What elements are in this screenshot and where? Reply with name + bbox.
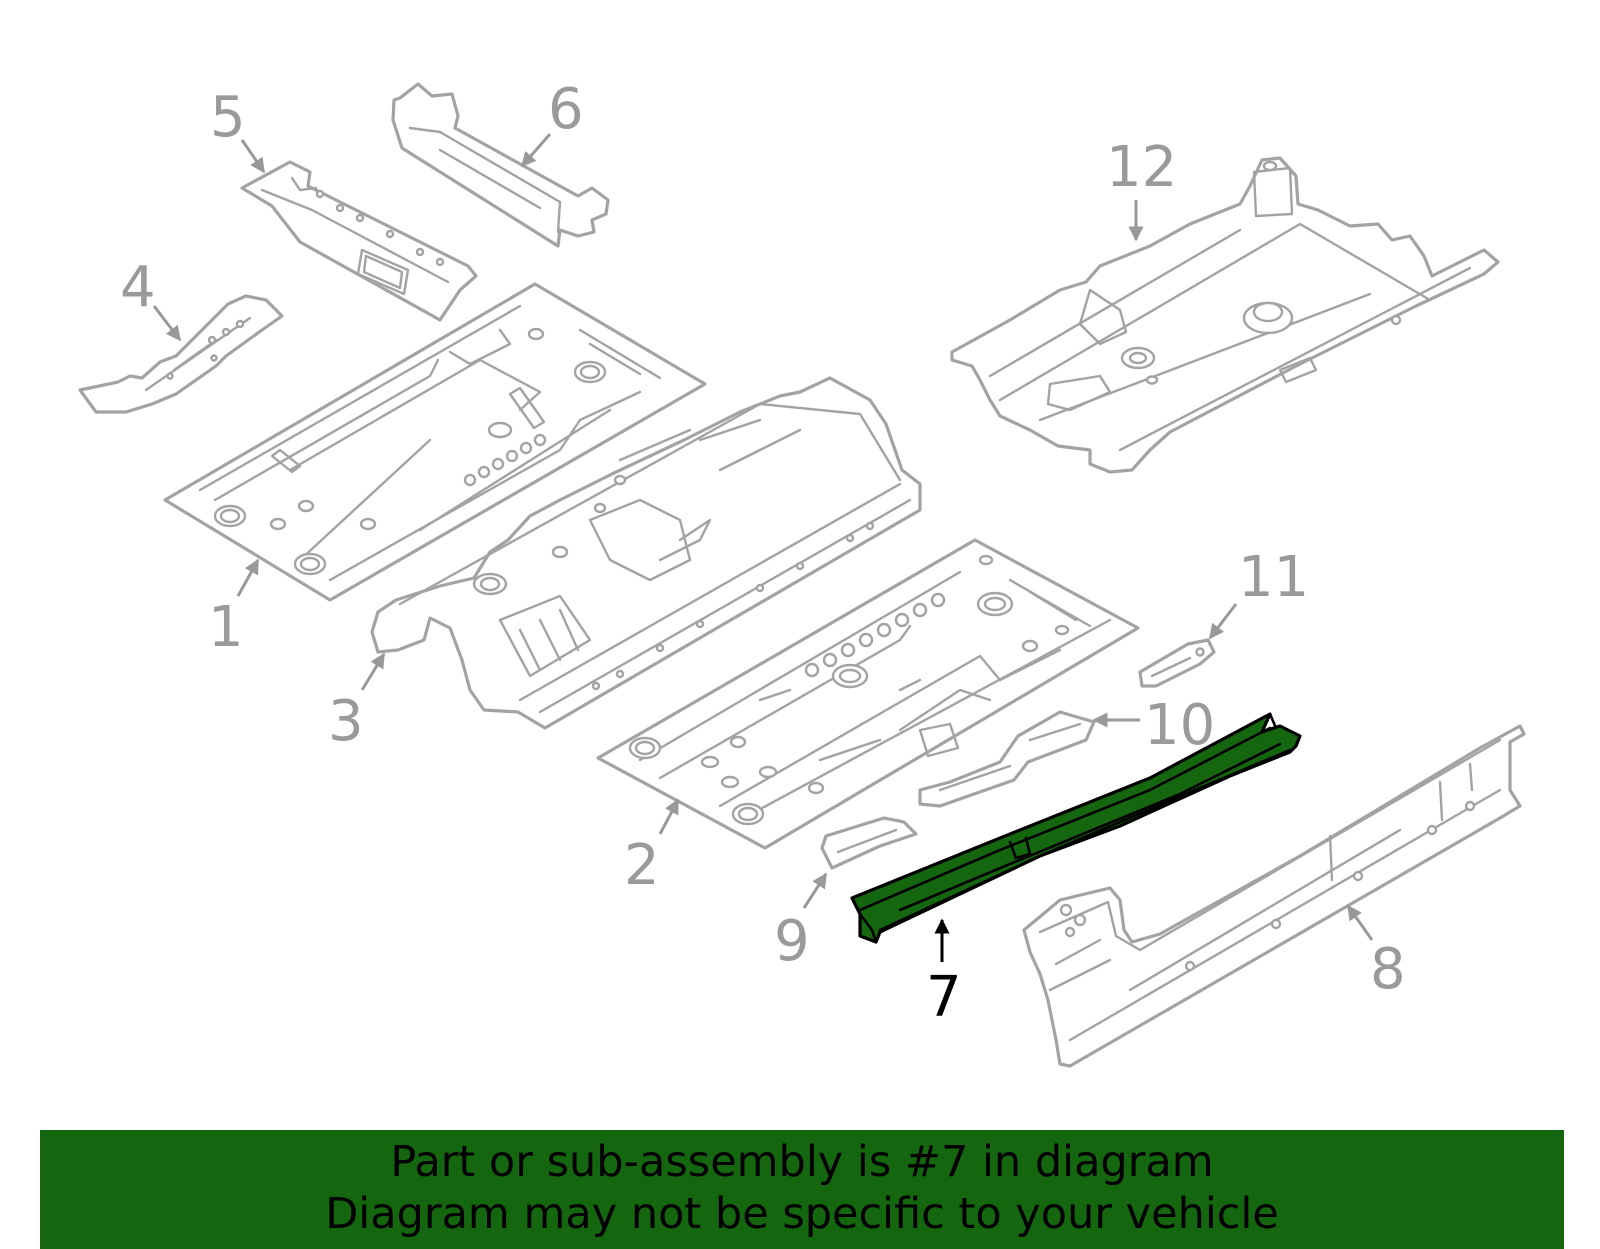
part-1-floor-pan [163,282,707,602]
part-12-rear-floor [950,156,1500,474]
arrow-2 [658,798,680,835]
callout-1: 1 [208,595,244,660]
arrow-6 [520,133,552,168]
leader-arrows [152,133,1374,962]
info-banner: Part or sub-assembly is #7 in diagram Di… [40,1130,1564,1249]
parts-diagram: 1 2 3 4 5 6 7 8 9 10 11 12 [78,77,1526,1068]
arrow-8 [1346,904,1374,941]
arrow-1 [236,558,260,597]
part-3-center-tunnel [370,376,922,730]
arrow-3 [360,652,386,691]
callout-3: 3 [328,689,364,754]
callout-10: 10 [1144,693,1215,758]
part-7-side-member-highlighted[interactable] [850,712,1302,944]
part-8-side-sill [1022,724,1526,1068]
banner-line-part: Part or sub-assembly is #7 in diagram [390,1137,1214,1187]
callout-8: 8 [1370,937,1406,1002]
callout-11: 11 [1238,545,1309,610]
part-6-cross-member [391,82,610,248]
part-4-bracket [78,294,284,414]
part-2-floor-pan [596,538,1140,850]
callout-6: 6 [548,77,584,142]
arrow-4 [152,305,182,342]
arrow-11 [1208,603,1238,640]
callout-5: 5 [210,85,246,150]
callout-labels: 1 2 3 4 5 6 7 8 9 10 11 12 [120,77,1406,1030]
part-11-bracket [1138,638,1216,688]
arrow-9 [802,872,828,909]
callout-12: 12 [1106,135,1177,200]
callout-2: 2 [624,833,660,898]
part-10-reinforcement [918,710,1096,808]
banner-line-disclaimer: Diagram may not be specific to your vehi… [325,1189,1279,1239]
callout-4: 4 [120,255,156,320]
callout-9: 9 [774,909,810,974]
part-9-plate [820,816,918,870]
callout-7: 7 [926,965,962,1030]
arrow-5 [240,139,266,174]
part-5-cross-member [240,160,478,322]
